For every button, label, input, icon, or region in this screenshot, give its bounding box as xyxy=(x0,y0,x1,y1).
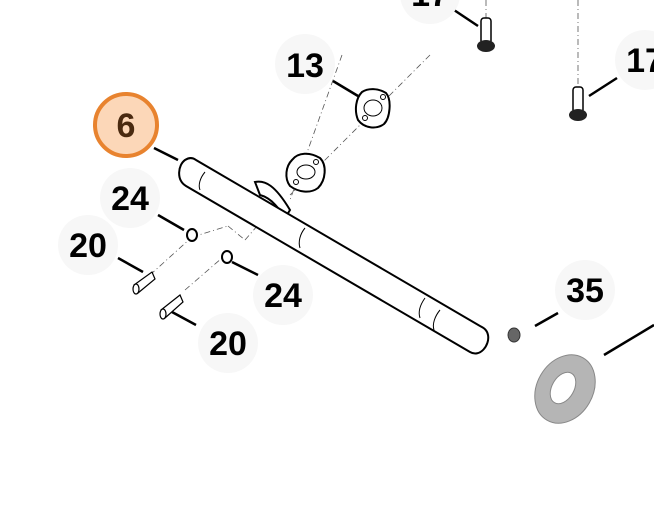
washer-part-24b[interactable] xyxy=(221,250,233,264)
callout-label: 35 xyxy=(566,272,604,310)
callout-24[interactable]: 24 xyxy=(100,168,160,228)
callout-24b[interactable]: 24 xyxy=(253,265,313,325)
callout-35[interactable]: 35 xyxy=(555,260,615,320)
callout-17b[interactable]: 17 xyxy=(615,30,654,90)
callout-17[interactable]: 17 xyxy=(400,0,460,24)
gasket-part-13[interactable] xyxy=(354,88,391,129)
bolt-part-17b[interactable] xyxy=(569,86,587,121)
callout-label: 13 xyxy=(286,47,324,85)
leader-lines xyxy=(117,8,654,357)
callout-label: 24 xyxy=(264,277,302,315)
callout-label: 17 xyxy=(626,42,654,80)
assembly-lines xyxy=(149,0,579,291)
washer-large[interactable] xyxy=(523,344,607,434)
callout-label: 24 xyxy=(111,180,149,218)
bolt-part-17[interactable] xyxy=(477,17,495,52)
screw-part-20b[interactable] xyxy=(159,294,184,320)
callout-label: 6 xyxy=(117,107,136,145)
callout-20b[interactable]: 20 xyxy=(198,313,258,373)
callout-20[interactable]: 20 xyxy=(58,215,118,275)
screw-part-20[interactable] xyxy=(132,271,156,295)
callout-6-highlighted[interactable]: 6 xyxy=(93,92,159,158)
pipe-part-6[interactable] xyxy=(178,152,490,355)
washer-part-24[interactable] xyxy=(186,228,198,242)
callout-label: 20 xyxy=(209,325,247,363)
callout-13[interactable]: 13 xyxy=(275,34,335,94)
callout-label: 17 xyxy=(411,0,449,14)
callout-label: 20 xyxy=(69,227,107,265)
bushing-part-35[interactable] xyxy=(507,327,521,343)
